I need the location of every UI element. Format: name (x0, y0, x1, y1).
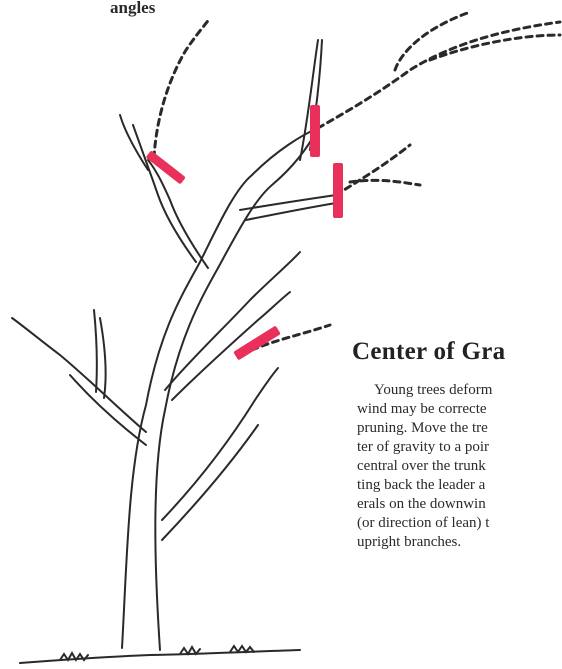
growth-line-top (318, 22, 560, 128)
branch-left-low-twig (94, 310, 97, 392)
cut-mark-leader (310, 105, 320, 157)
angles-label: angles (110, 0, 155, 18)
growth-line-mid-b (350, 180, 420, 185)
branch-upper-right-b (246, 203, 336, 220)
body-line: wind may be correcte (357, 400, 562, 419)
body-line: erals on the downwin (357, 495, 562, 514)
branch-right-mid-b (172, 292, 290, 400)
growth-line-top-c (430, 35, 560, 60)
body-line: central over the trunk (357, 457, 562, 476)
branch-left-top (120, 115, 148, 170)
branch-right-mid (165, 252, 300, 390)
cut-mark-upper-right (333, 163, 343, 218)
trunk-outline (155, 128, 318, 650)
body-line: (or direction of lean) t (357, 514, 562, 533)
growth-line-mid (336, 145, 410, 195)
body-line: Young trees deform (357, 381, 562, 400)
branch-upper-right (240, 195, 336, 210)
branch-left-mid (133, 125, 196, 262)
growth-line-left (154, 18, 210, 158)
body-line: upright branches. (357, 533, 562, 552)
body-line: ting back the leader a (357, 476, 562, 495)
branch-left-low-b (70, 375, 146, 445)
branch-right-low (162, 368, 278, 520)
branch-right-low-b (162, 425, 258, 540)
growth-line-top-b (395, 12, 470, 70)
branch-left-low (12, 318, 146, 432)
body-line: pruning. Move the tre (357, 419, 562, 438)
branch-left-low-twig-b (100, 318, 106, 398)
section-body: Young trees deform wind may be correcte … (357, 381, 562, 552)
trunk (122, 128, 318, 648)
section-heading: Center of Gra (352, 338, 505, 366)
body-line: ter of gravity to a poir (357, 438, 562, 457)
